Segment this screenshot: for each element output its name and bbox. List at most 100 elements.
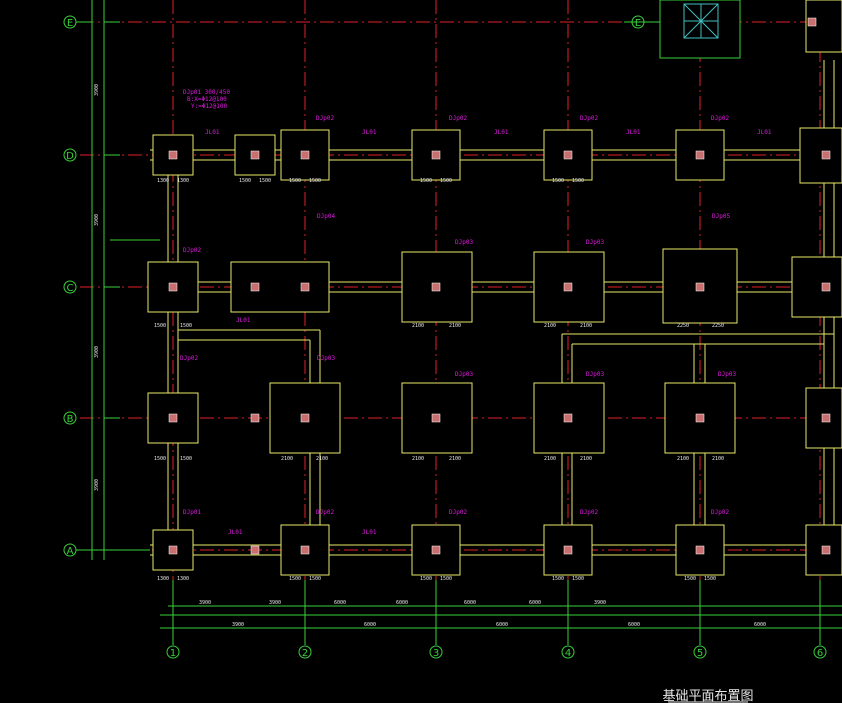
bubble-e-right[interactable] [631,15,645,29]
bubble-d[interactable] [63,148,77,162]
footing-d6[interactable] [799,127,842,184]
bubble-3[interactable] [429,645,443,659]
column-22[interactable] [250,545,260,555]
dim-b-3: 2100 [316,456,328,462]
beam-label-7: JL01 [228,529,243,536]
bubble-2[interactable] [298,645,312,659]
column-23[interactable] [300,545,310,555]
column-20[interactable] [821,413,831,423]
bubble-b-label: B [67,414,74,425]
bubble-5[interactable] [693,645,707,659]
dim-bay-lower-0: 3900 [232,622,244,628]
dim-bay-upper-3: 6000 [396,600,408,606]
dim-a-6: 1500 [552,576,564,582]
column-14[interactable] [168,413,178,423]
label-b3: DJp03 [455,371,473,378]
label-a3: DJp02 [449,509,467,516]
dim-b-0: 1500 [154,456,166,462]
dim-a-9: 1500 [704,576,716,582]
dim-a-4: 1500 [420,576,432,582]
dim-c-0: 1500 [154,323,166,329]
label-c5: DJp05 [712,213,730,220]
dim-c-5: 2100 [580,323,592,329]
column-26[interactable] [695,545,705,555]
dim-b-8: 2100 [677,456,689,462]
note-line-2: B:X=Φ12@100 [187,96,227,103]
bubble-e-label: E [67,18,73,29]
bubble-e-right-label: E [635,18,641,29]
column-11[interactable] [563,282,573,292]
beam-label-3: JL01 [494,129,509,136]
note-line-3: Y:=Φ12@100 [191,103,228,110]
dim-d-2: 1500 [239,178,251,184]
column-13[interactable] [821,282,831,292]
bubble-4-label: 4 [565,648,571,659]
dim-d-8: 1500 [552,178,564,184]
dim-bay-upper-6: 3900 [594,600,606,606]
beam-label-1: JL01 [205,129,220,136]
label-a2: DJp02 [316,509,334,516]
bubble-4[interactable] [561,645,575,659]
dim-c-2: 2100 [412,323,424,329]
column-16[interactable] [300,413,310,423]
dim-b-5: 2100 [449,456,461,462]
footing-c6[interactable] [791,256,842,318]
column-28[interactable] [807,17,817,27]
dim-bay-upper-4: 6000 [464,600,476,606]
column-6[interactable] [821,150,831,160]
column-2[interactable] [300,150,310,160]
dim-d-5: 1500 [309,178,321,184]
bubble-6[interactable] [813,645,827,659]
column-4[interactable] [563,150,573,160]
bubble-3-label: 3 [433,648,439,659]
column-27[interactable] [821,545,831,555]
bubble-a[interactable] [63,543,77,557]
bubble-e[interactable] [63,15,77,29]
footing-c2[interactable] [230,261,330,313]
column-24[interactable] [431,545,441,555]
column-15[interactable] [250,413,260,423]
column-9[interactable] [300,282,310,292]
beam-label-4: JL01 [626,129,641,136]
column-3[interactable] [431,150,441,160]
label-d2: DJp02 [316,115,334,122]
bubble-1[interactable] [166,645,180,659]
column-7[interactable] [168,282,178,292]
dim-b-2: 2100 [281,456,293,462]
columns [168,17,831,555]
dim-c-6: 2250 [677,323,689,329]
dim-c-4: 2100 [544,323,556,329]
label-d5: DJp02 [711,115,729,122]
dim-bay-lower-4: 6000 [754,622,766,628]
dim-c-7: 2250 [712,323,724,329]
label-c1: DJp02 [183,247,201,254]
column-10[interactable] [431,282,441,292]
dim-bay-upper-2: 6000 [334,600,346,606]
dim-d-1: 1300 [177,178,189,184]
column-12[interactable] [695,282,705,292]
column-0[interactable] [168,150,178,160]
dim-bay-lower-3: 6000 [628,622,640,628]
footing-d1b[interactable] [234,134,276,176]
bubble-c[interactable] [63,280,77,294]
dim-d-0: 1300 [157,178,169,184]
bubble-b[interactable] [63,411,77,425]
dim-row-2: 3900 [94,346,100,358]
column-21[interactable] [168,545,178,555]
column-5[interactable] [695,150,705,160]
label-c2: DJp04 [317,213,335,220]
column-1[interactable] [250,150,260,160]
column-8[interactable] [250,282,260,292]
column-17[interactable] [431,413,441,423]
column-18[interactable] [563,413,573,423]
dimension-lines [76,0,842,645]
label-b5: DJp03 [718,371,736,378]
column-19[interactable] [695,413,705,423]
column-25[interactable] [563,545,573,555]
dim-row-3: 3900 [94,479,100,491]
bubble-a-label: A [67,546,74,557]
dim-b-4: 2100 [412,456,424,462]
dim-bay-lower-1: 6000 [364,622,376,628]
bubble-5-label: 5 [697,648,703,659]
